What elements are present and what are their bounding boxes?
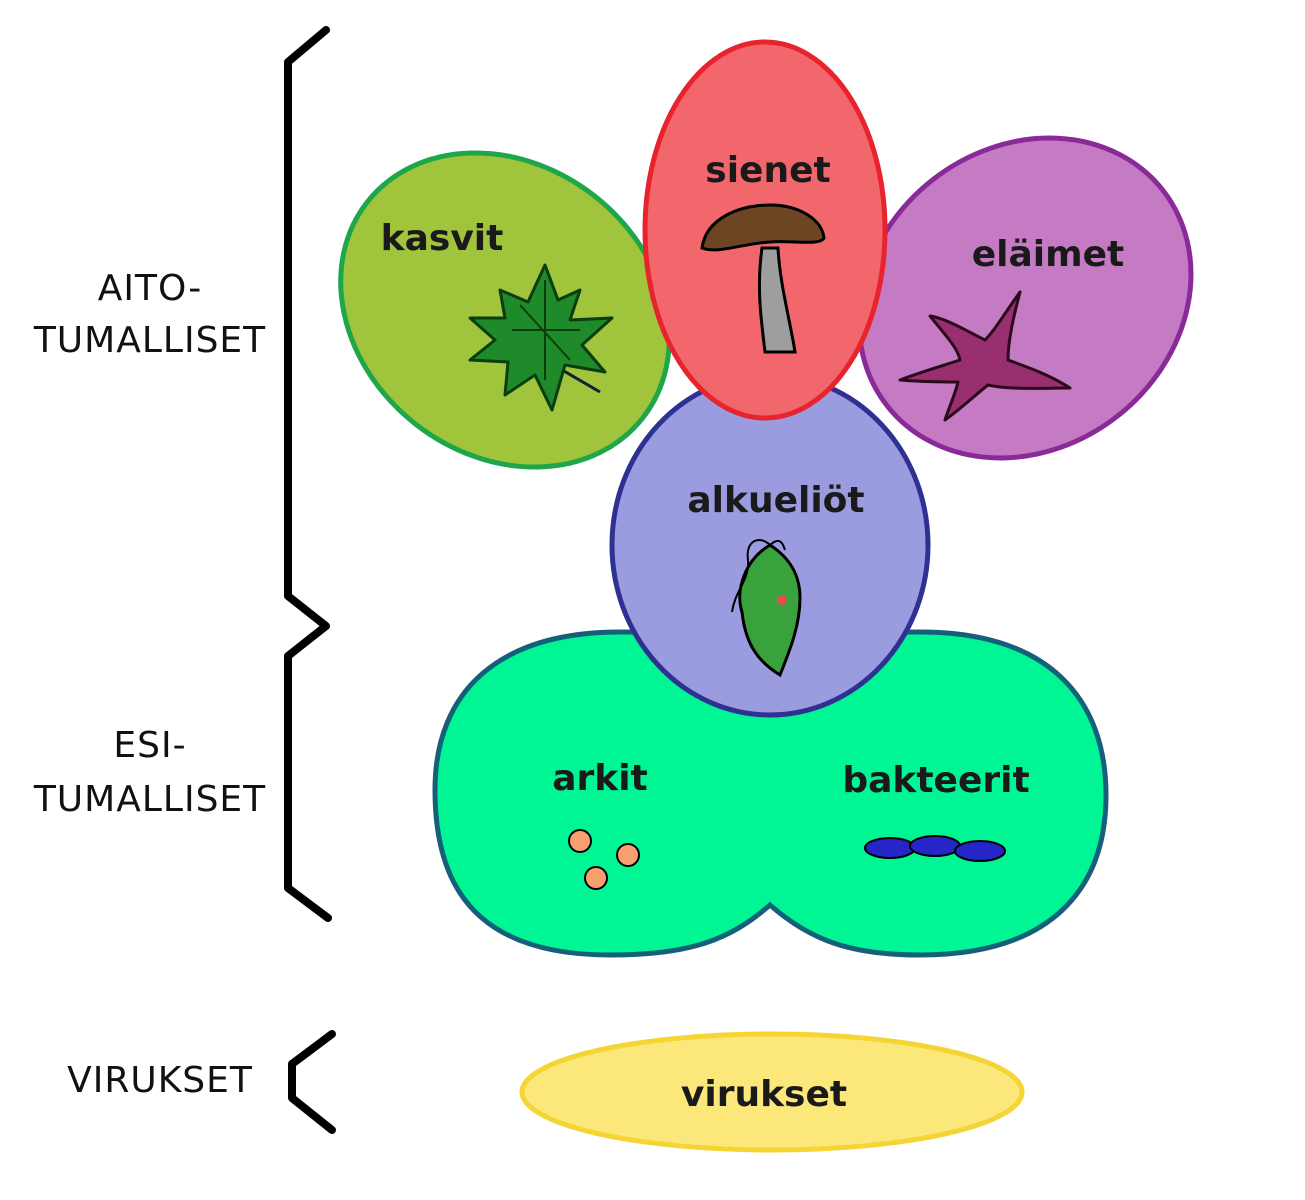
- virus-label: virukset: [681, 1074, 847, 1115]
- mushroom-icon: [700, 203, 826, 354]
- euglena-icon: [731, 539, 802, 678]
- prokaryote-label-line2: TUMALLISET: [33, 779, 266, 820]
- plants-label: kasvit: [381, 218, 504, 259]
- virus-group-label: VIRUKSET: [67, 1060, 253, 1101]
- eukaryote-label-line2: TUMALLISET: [33, 320, 266, 361]
- eukaryote-label-line1: AITO-: [98, 268, 203, 309]
- fungi-label: sienet: [705, 150, 830, 191]
- starfish-icon: [898, 290, 1072, 422]
- virus-brace: [288, 1030, 336, 1134]
- archaea-label: arkit: [552, 758, 648, 799]
- animals-label: eläimet: [972, 234, 1125, 275]
- bacteria-chain-icon: [864, 835, 1006, 862]
- virus-ellipse: [519, 1031, 1025, 1153]
- eukaryote-brace: [284, 26, 332, 922]
- prokaryote-label-line1: ESI-: [113, 725, 186, 766]
- bacteria-label: bakteerit: [842, 760, 1029, 801]
- protists-label: alkueliöt: [687, 480, 864, 521]
- archaea-cells-icon: [568, 829, 640, 890]
- maple-leaf-icon: [468, 263, 614, 412]
